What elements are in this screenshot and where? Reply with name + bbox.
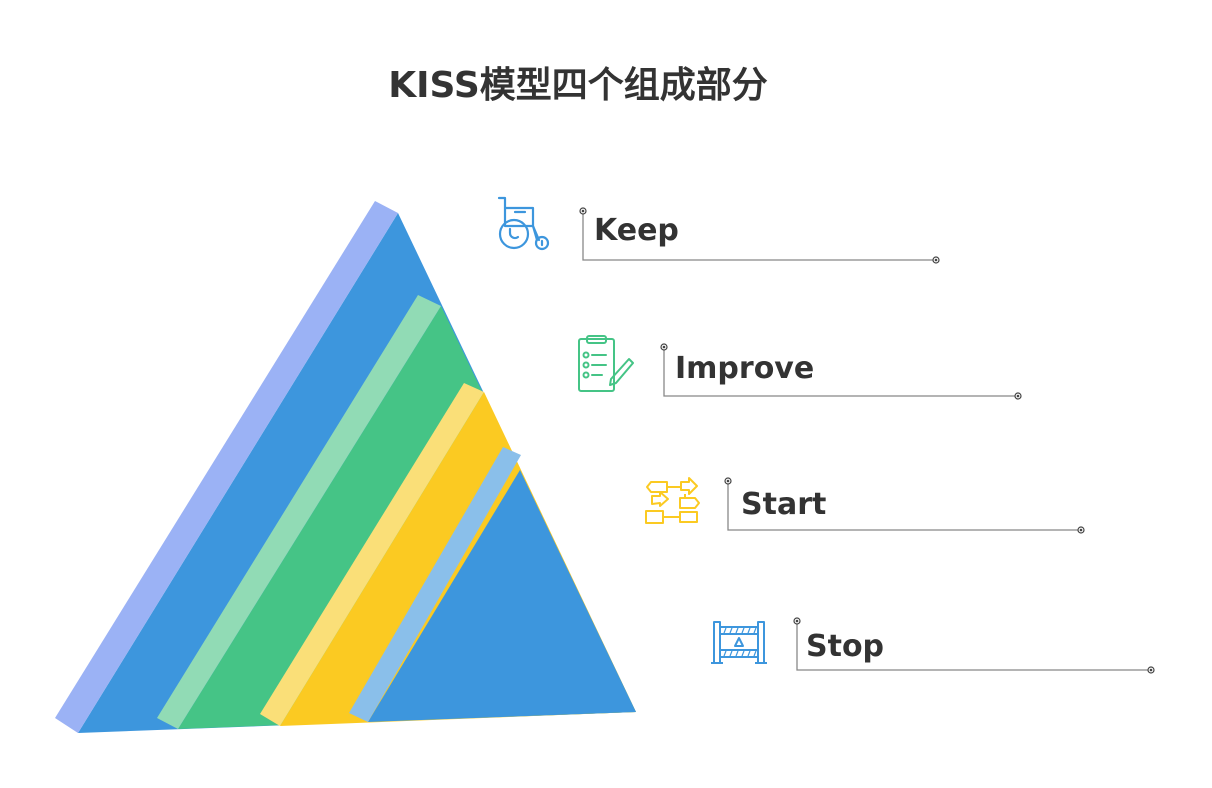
label-keep: Keep: [594, 213, 679, 248]
label-start: Start: [741, 487, 827, 522]
label-improve: Improve: [675, 351, 815, 386]
label-stop: Stop: [806, 629, 885, 664]
connector-keep: [582, 211, 936, 261]
warning-barrier-icon: [711, 621, 767, 664]
layer-start-edge: [260, 383, 484, 726]
connector-improve: [663, 347, 1018, 397]
layer-improve-edge: [157, 295, 441, 729]
connector-stop: [796, 621, 1151, 671]
diagram-title: KISS模型四个组成部分: [388, 65, 768, 106]
layer-keep-edge: [55, 201, 398, 733]
layer-stop: [368, 470, 636, 722]
connector-start: [727, 481, 1081, 531]
clipboard-checklist-icon: [578, 335, 634, 392]
wheelchair-icon: [497, 196, 550, 251]
flowchart-icon: [645, 477, 700, 524]
layer-stop-edge: [349, 447, 521, 722]
